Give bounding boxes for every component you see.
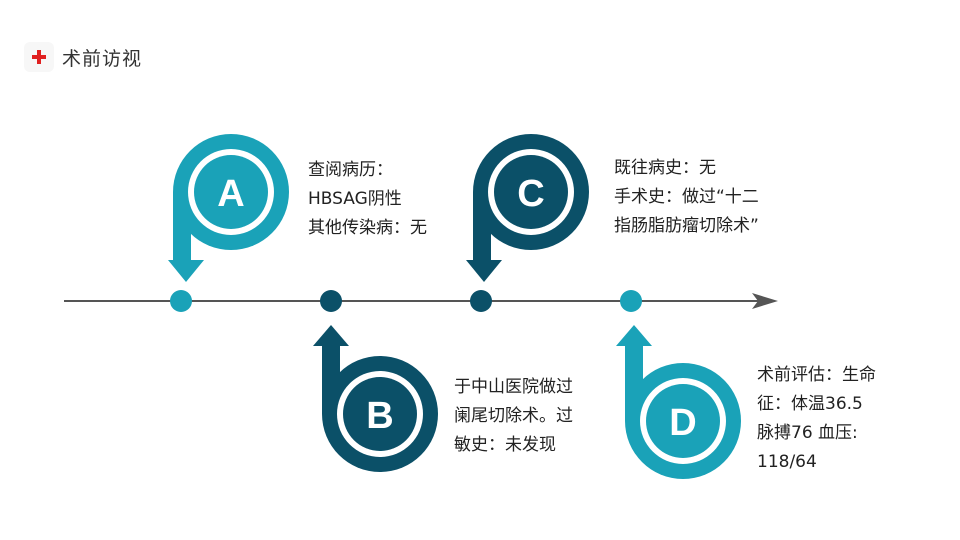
badge-a [168, 134, 289, 282]
timeline-dot-c [470, 290, 492, 312]
badge-d-letter: D [669, 402, 696, 444]
step-d-line: 征：体温36.5 [757, 394, 863, 414]
step-a-text: 查阅病历： HBSAG阴性 其他传染病：无 [308, 156, 427, 243]
step-d-line: 脉搏76 血压: [757, 423, 858, 443]
step-a-line: HBSAG阴性 [308, 189, 402, 209]
step-c-line: 既往病史：无 [614, 158, 716, 178]
page-title: 术前访视 [62, 47, 143, 70]
step-b-line: 阑尾切除术。过 [454, 406, 573, 426]
timeline-dot-a [170, 290, 192, 312]
step-c-line: 指肠脂肪瘤切除术” [614, 216, 759, 236]
timeline-dot-d [620, 290, 642, 312]
step-a-line: 查阅病历： [308, 160, 393, 180]
badge-d [616, 325, 741, 479]
step-b-text: 于中山医院做过 阑尾切除术。过 敏史：未发现 [454, 373, 573, 460]
step-a-line: 其他传染病：无 [308, 218, 427, 238]
badge-a-letter: A [217, 173, 244, 215]
step-c-text: 既往病史：无 手术史：做过“十二 指肠脂肪瘤切除术” [614, 154, 759, 241]
header: 术前访视 [24, 42, 142, 72]
step-d-text: 术前评估：生命 征：体温36.5 脉搏76 血压: 118/64 [757, 361, 876, 477]
step-c-line: 手术史：做过“十二 [614, 187, 759, 207]
step-d-line: 118/64 [757, 452, 817, 472]
timeline-arrow-head [752, 293, 778, 309]
step-d-line: 术前评估：生命 [757, 365, 876, 385]
step-b-line: 敏史：未发现 [454, 435, 556, 455]
badge-b [313, 325, 438, 472]
badge-b-letter: B [366, 395, 393, 437]
badge-c-letter: C [517, 173, 544, 215]
step-b-line: 于中山医院做过 [454, 377, 573, 397]
red-cross-icon [24, 42, 54, 72]
timeline-dot-b [320, 290, 342, 312]
badge-c [466, 134, 589, 282]
